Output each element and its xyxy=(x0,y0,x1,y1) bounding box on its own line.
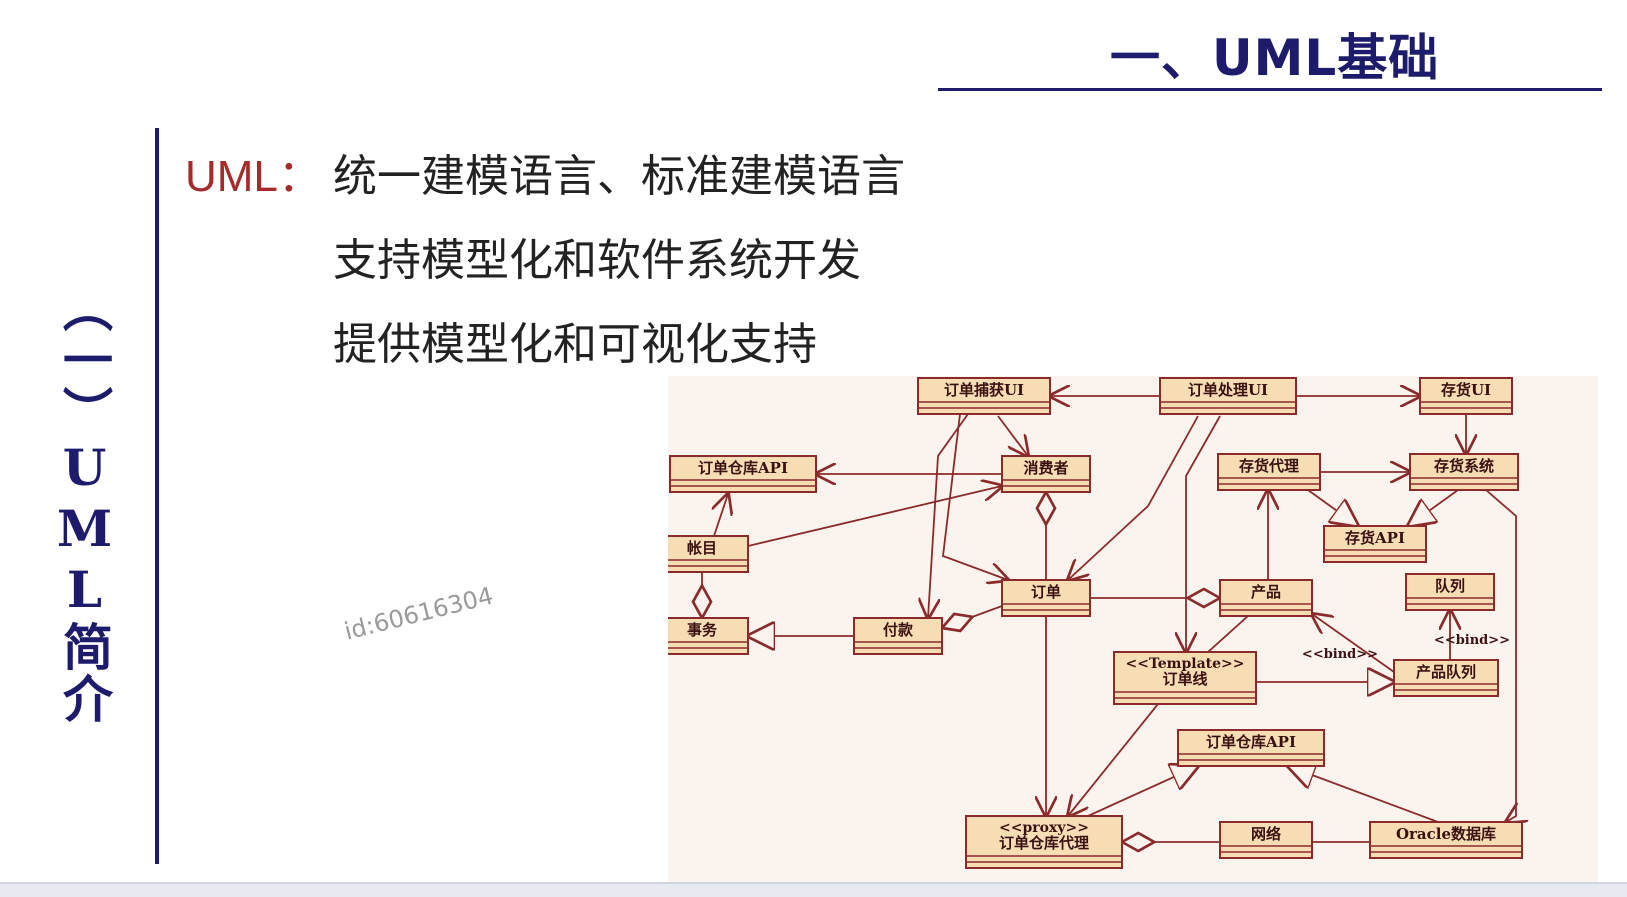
uml-class-label: 存货UI xyxy=(1441,381,1491,399)
uml-class-label: <<proxy>> xyxy=(999,820,1089,836)
uml-class-c1: 订单捕获UI xyxy=(917,377,1051,415)
bullet-3: 提供模型化和可视化支持 xyxy=(333,319,817,370)
uml-relation xyxy=(1087,766,1198,817)
uml-class-label: 订单仓库API xyxy=(1206,733,1296,751)
section-label: （一）UML简介 xyxy=(55,282,114,725)
uml-relation xyxy=(1288,766,1439,823)
uml-relation xyxy=(1408,489,1459,526)
uml-bind-label: <<bind>> xyxy=(1434,633,1510,648)
uml-relation xyxy=(1186,415,1221,652)
uml-class-label: 订单处理UI xyxy=(1188,381,1268,399)
uml-class-label: 产品队列 xyxy=(1416,663,1476,681)
uml-class-label-secondary: 订单仓库代理 xyxy=(999,834,1089,852)
uml-relation xyxy=(1207,615,1249,653)
uml-relation xyxy=(1307,489,1358,526)
uml-class-c18: <<proxy>>订单仓库代理 xyxy=(965,815,1123,869)
section-divider xyxy=(155,128,159,864)
bullet-2: 支持模型化和软件系统开发 xyxy=(333,235,861,286)
uml-class-label: 订单仓库API xyxy=(698,459,788,477)
uml-class-c11: 付款 xyxy=(853,617,943,655)
uml-class-c8: 存货API xyxy=(1323,525,1427,563)
uml-relation xyxy=(1068,703,1159,816)
uml-class-label: 帐目 xyxy=(687,539,717,557)
uml-class-label: 网络 xyxy=(1251,825,1281,843)
uml-class-label: Oracle数据库 xyxy=(1396,825,1496,843)
uml-class-label: 存货API xyxy=(1345,529,1405,547)
uml-class-c10: 事务 xyxy=(668,617,749,655)
uml-relation xyxy=(747,486,1002,547)
uml-relation xyxy=(714,494,728,537)
uml-relation xyxy=(1312,614,1395,673)
uml-class-c3: 存货UI xyxy=(1419,377,1513,415)
uml-bind-label: <<bind>> xyxy=(1302,647,1378,662)
uml-relation xyxy=(997,415,1028,456)
watermark-id: id:60616304 xyxy=(341,581,497,646)
uml-class-label: 订单 xyxy=(1031,583,1061,601)
uml-class-c9: 帐目 xyxy=(668,535,749,573)
uml-class-label: 付款 xyxy=(883,621,914,639)
uml-class-label: 订单捕获UI xyxy=(944,381,1024,399)
uml-class-c16: 产品队列 xyxy=(1393,659,1499,697)
slide-footer-line xyxy=(0,882,1627,884)
uml-class-label-secondary: 订单线 xyxy=(1162,670,1207,688)
uml-class-c4: 订单仓库API xyxy=(669,455,817,493)
uml-class-c13: 产品 xyxy=(1219,579,1313,617)
title-underline xyxy=(938,88,1602,91)
uml-class-c19: 网络 xyxy=(1219,821,1313,859)
uml-class-c2: 订单处理UI xyxy=(1159,377,1297,415)
uml-class-label: 事务 xyxy=(687,621,718,639)
slide-footer-band xyxy=(0,884,1627,897)
slide-title: 一、UML基础 xyxy=(1110,29,1440,87)
uml-class-label: <<Template>> xyxy=(1125,656,1244,672)
uml-class-c17: 订单仓库API xyxy=(1177,729,1325,767)
uml-class-c15: <<Template>>订单线 xyxy=(1113,651,1257,705)
uml-relation xyxy=(1485,489,1516,822)
uml-lead-label: UML： xyxy=(185,152,322,201)
uml-relation xyxy=(942,605,1003,628)
uml-class-label: 消费者 xyxy=(1023,459,1068,477)
uml-class-label: 队列 xyxy=(1435,577,1465,595)
uml-class-label: 存货系统 xyxy=(1434,457,1494,475)
uml-class-c14: 队列 xyxy=(1405,573,1495,611)
uml-class-label: 产品 xyxy=(1251,583,1281,601)
uml-class-c20: Oracle数据库 xyxy=(1369,821,1523,859)
uml-relation xyxy=(942,413,1008,580)
uml-class-label: 存货代理 xyxy=(1239,457,1299,475)
uml-class-c5: 消费者 xyxy=(1001,455,1091,493)
uml-relation xyxy=(1068,415,1199,580)
uml-class-c6: 存货代理 xyxy=(1217,453,1321,491)
bullet-1: 统一建模语言、标准建模语言 xyxy=(333,151,905,202)
uml-class-c12: 订单 xyxy=(1001,579,1091,617)
uml-class-c7: 存货系统 xyxy=(1409,453,1519,491)
